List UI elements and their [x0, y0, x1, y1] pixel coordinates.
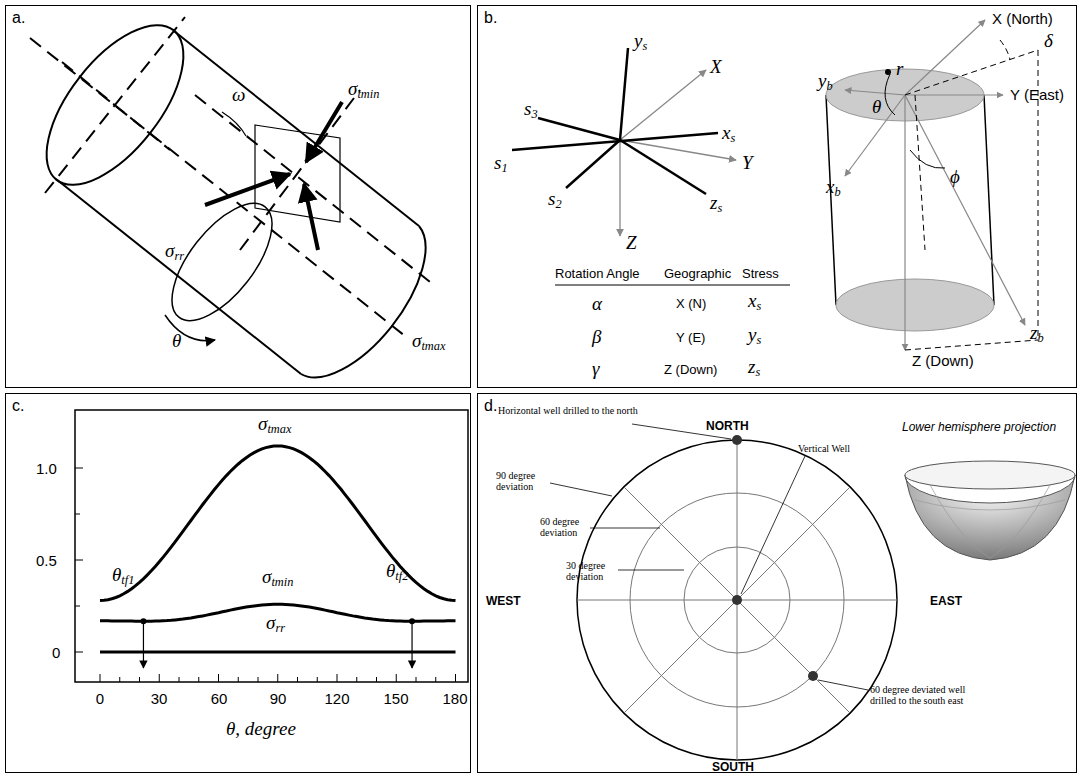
text-label: Stress	[742, 266, 779, 281]
symbol-label: Z	[626, 232, 637, 254]
text-label: Z (Down)	[664, 362, 717, 377]
symbol-label: xb	[826, 176, 841, 200]
text-label: 120	[324, 690, 349, 707]
symbol-label: α	[592, 293, 602, 315]
text-label: X (North)	[992, 10, 1053, 27]
symbol-label: s3	[524, 98, 538, 122]
text-label: Rotation Angle	[555, 266, 640, 281]
text-label: Horizontal well drilled to the north	[498, 405, 638, 416]
text-label: 60 degree deviation	[540, 516, 592, 538]
symbol-label: zs	[710, 192, 722, 216]
symbol-label: ω	[232, 84, 245, 106]
text-label: NORTH	[706, 419, 749, 433]
text-label: 0	[96, 690, 104, 707]
symbol-label: δ	[1044, 30, 1053, 52]
symbol-label: θtf1	[112, 564, 134, 588]
symbol-label: θ	[872, 96, 881, 118]
panel-letter: a.	[12, 9, 25, 27]
text-label: Y (East)	[1010, 86, 1064, 103]
text-label: Y (E)	[676, 330, 705, 345]
panel-letter: d.	[484, 397, 497, 415]
panel-letter: c.	[12, 397, 24, 415]
text-label: 180	[442, 690, 467, 707]
symbol-label: σtmax	[412, 330, 445, 354]
text-label: 90	[270, 690, 287, 707]
text-label: Geographic	[664, 266, 731, 281]
text-label: 0.5	[36, 552, 57, 569]
text-label: X (N)	[676, 296, 706, 311]
symbol-label: s2	[548, 188, 562, 212]
symbol-label: γ	[592, 358, 600, 380]
symbol-label: θtf2	[386, 560, 408, 584]
symbol-label: β	[592, 326, 601, 348]
text-label: 150	[383, 690, 408, 707]
panel-letter: b.	[484, 9, 497, 27]
text-label: WEST	[486, 594, 521, 608]
symbol-label: zb	[1030, 322, 1044, 346]
symbol-label: σrr	[165, 240, 184, 264]
symbol-label: θ, degree	[226, 718, 296, 740]
figure-panel: b.	[477, 5, 1077, 388]
text-label: EAST	[930, 594, 962, 608]
text-label: Z (Down)	[912, 352, 974, 369]
text-label: Vertical Well	[798, 443, 850, 454]
symbol-label: σtmin	[348, 78, 379, 102]
symbol-label: yb	[818, 70, 833, 94]
text-label: 60 degree deviated well drilled to the s…	[870, 684, 980, 706]
symbol-label: σtmax	[258, 413, 291, 437]
symbol-label: zs	[748, 356, 760, 380]
text-label: 30 degree deviation	[566, 560, 618, 582]
symbol-label: s1	[494, 152, 508, 176]
text-label: SOUTH	[712, 760, 754, 774]
text-label: 30	[151, 690, 168, 707]
figure-panel: d.	[477, 393, 1077, 773]
symbol-label: xs	[722, 122, 735, 146]
symbol-label: σrr	[266, 612, 285, 636]
symbol-label: θ	[172, 330, 181, 352]
symbol-label: σtmin	[262, 566, 293, 590]
text-label: Lower hemisphere projection	[902, 420, 1056, 434]
text-label: 0	[52, 644, 60, 661]
figure-panel: a.	[5, 5, 471, 388]
symbol-label: ϕ	[950, 166, 960, 188]
symbol-label: ys	[634, 30, 647, 54]
text-label: 90 degree deviation	[496, 470, 552, 492]
text-label: 1.0	[36, 460, 57, 477]
symbol-label: X	[710, 56, 722, 78]
symbol-label: xs	[748, 290, 761, 314]
text-label: 60	[211, 690, 228, 707]
symbol-label: r	[896, 58, 903, 80]
symbol-label: Y	[742, 152, 753, 174]
symbol-label: ys	[748, 324, 761, 348]
